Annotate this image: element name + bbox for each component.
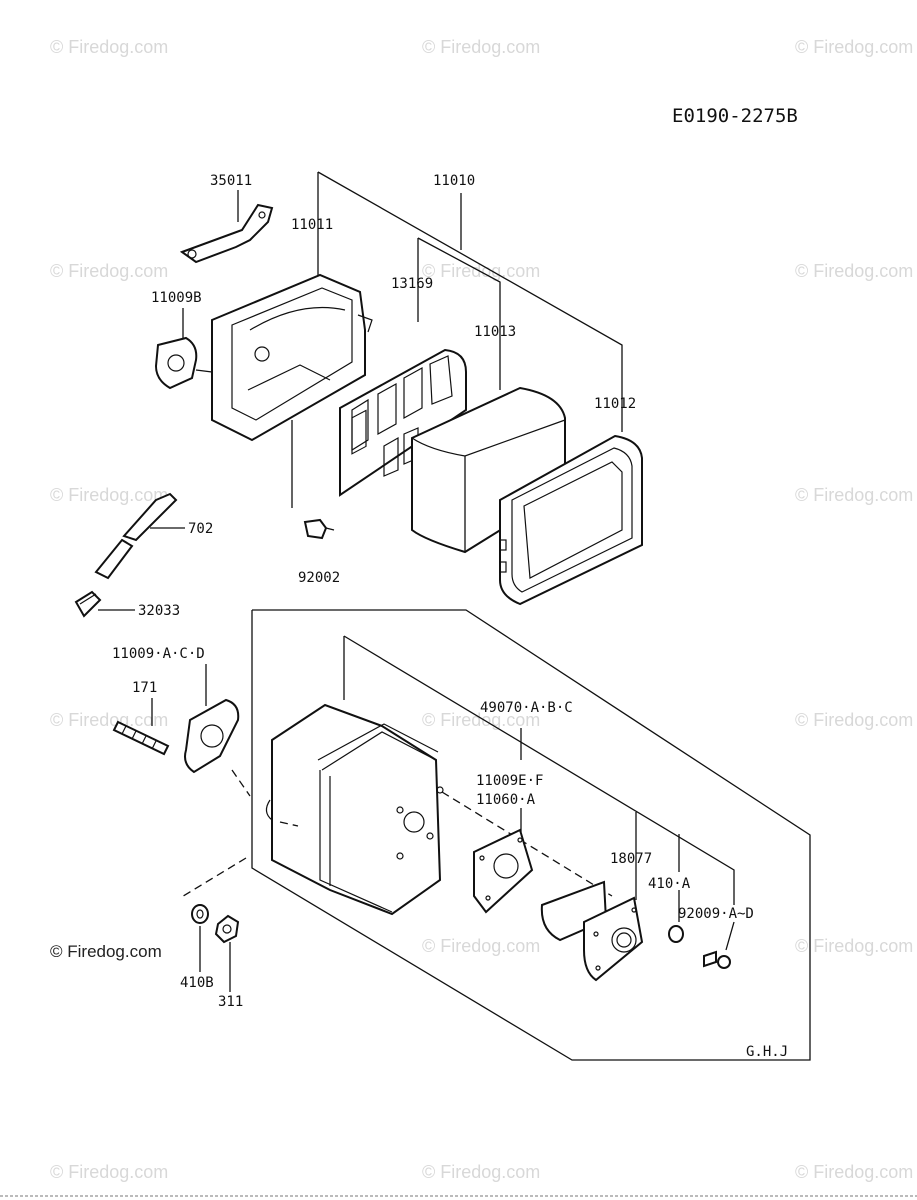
part-label: 11009E·F: [476, 773, 543, 789]
watermark: © Firedog.com: [422, 1162, 540, 1182]
part-label: 702: [188, 521, 213, 537]
watermark: © Firedog.com: [795, 1162, 913, 1182]
leader-line: [317, 171, 623, 432]
washer-410b: [191, 904, 209, 972]
section-bracket: [251, 609, 811, 1061]
washer-410a: [668, 925, 684, 943]
bolt-92009: [703, 921, 735, 969]
part-label: 410B: [180, 975, 214, 991]
part-labels: 35011 11010 11011 13169 11009B 11013 110…: [112, 173, 788, 1060]
part-label: 11013: [474, 324, 516, 340]
pipe-18077: [540, 880, 644, 982]
part-label: 92009·A~D: [678, 906, 754, 922]
muffler-body: [179, 703, 613, 916]
watermark: © Firedog.com: [422, 936, 540, 956]
watermark: © Firedog.com: [50, 261, 168, 281]
leader-line: [343, 635, 735, 905]
gasket-11009acd: [184, 664, 251, 797]
part-label: 18077: [610, 851, 652, 867]
gasket-11009b: [154, 308, 213, 390]
watermark-dark: © Firedog.com: [50, 942, 162, 961]
part-label: 11060·A: [476, 792, 536, 808]
part-label: 11009B: [151, 290, 202, 306]
part-label: 171: [132, 680, 157, 696]
part-label: 311: [218, 994, 243, 1010]
part-label: 11012: [594, 396, 636, 412]
diagram-code: E0190-2275B: [672, 105, 798, 127]
part-label: 35011: [210, 173, 252, 189]
air-cleaner-cover-11012: [499, 434, 643, 606]
screw-92002: [303, 518, 335, 540]
part-label: 11011: [291, 217, 333, 233]
part-label: 49070·A·B·C: [480, 700, 573, 716]
watermark: © Firedog.com: [795, 37, 913, 57]
part-label: 92002: [298, 570, 340, 586]
watermark: © Firedog.com: [50, 710, 168, 730]
gasket-11009ef: [473, 828, 534, 914]
part-label: 13169: [391, 276, 433, 292]
watermark: © Firedog.com: [422, 37, 540, 57]
air-cleaner-base-11011: [211, 273, 373, 508]
part-label: 410·A: [648, 876, 691, 892]
leader-line: [417, 237, 501, 390]
watermark: © Firedog.com: [795, 710, 913, 730]
section-code: G.H.J: [746, 1044, 788, 1060]
part-label: 32033: [138, 603, 180, 619]
watermark: © Firedog.com: [422, 261, 540, 281]
tube-702: [94, 492, 185, 580]
watermark: © Firedog.com: [795, 261, 913, 281]
muffler-group: [112, 609, 811, 1061]
air-cleaner-group: [74, 171, 643, 618]
part-label: 11010: [433, 173, 475, 189]
nut-311: [214, 914, 240, 992]
watermark: © Firedog.com: [795, 936, 913, 956]
watermark: © Firedog.com: [422, 710, 540, 730]
stud-171: [112, 698, 170, 756]
watermark: © Firedog.com: [50, 1162, 168, 1182]
bracket-part-35011: [179, 190, 274, 264]
part-label: 11009·A·C·D: [112, 646, 205, 662]
watermark: © Firedog.com: [50, 485, 168, 505]
clip-32033: [74, 590, 135, 618]
element-13169: [339, 348, 467, 497]
watermark: © Firedog.com: [50, 37, 168, 57]
watermark: © Firedog.com: [795, 485, 913, 505]
